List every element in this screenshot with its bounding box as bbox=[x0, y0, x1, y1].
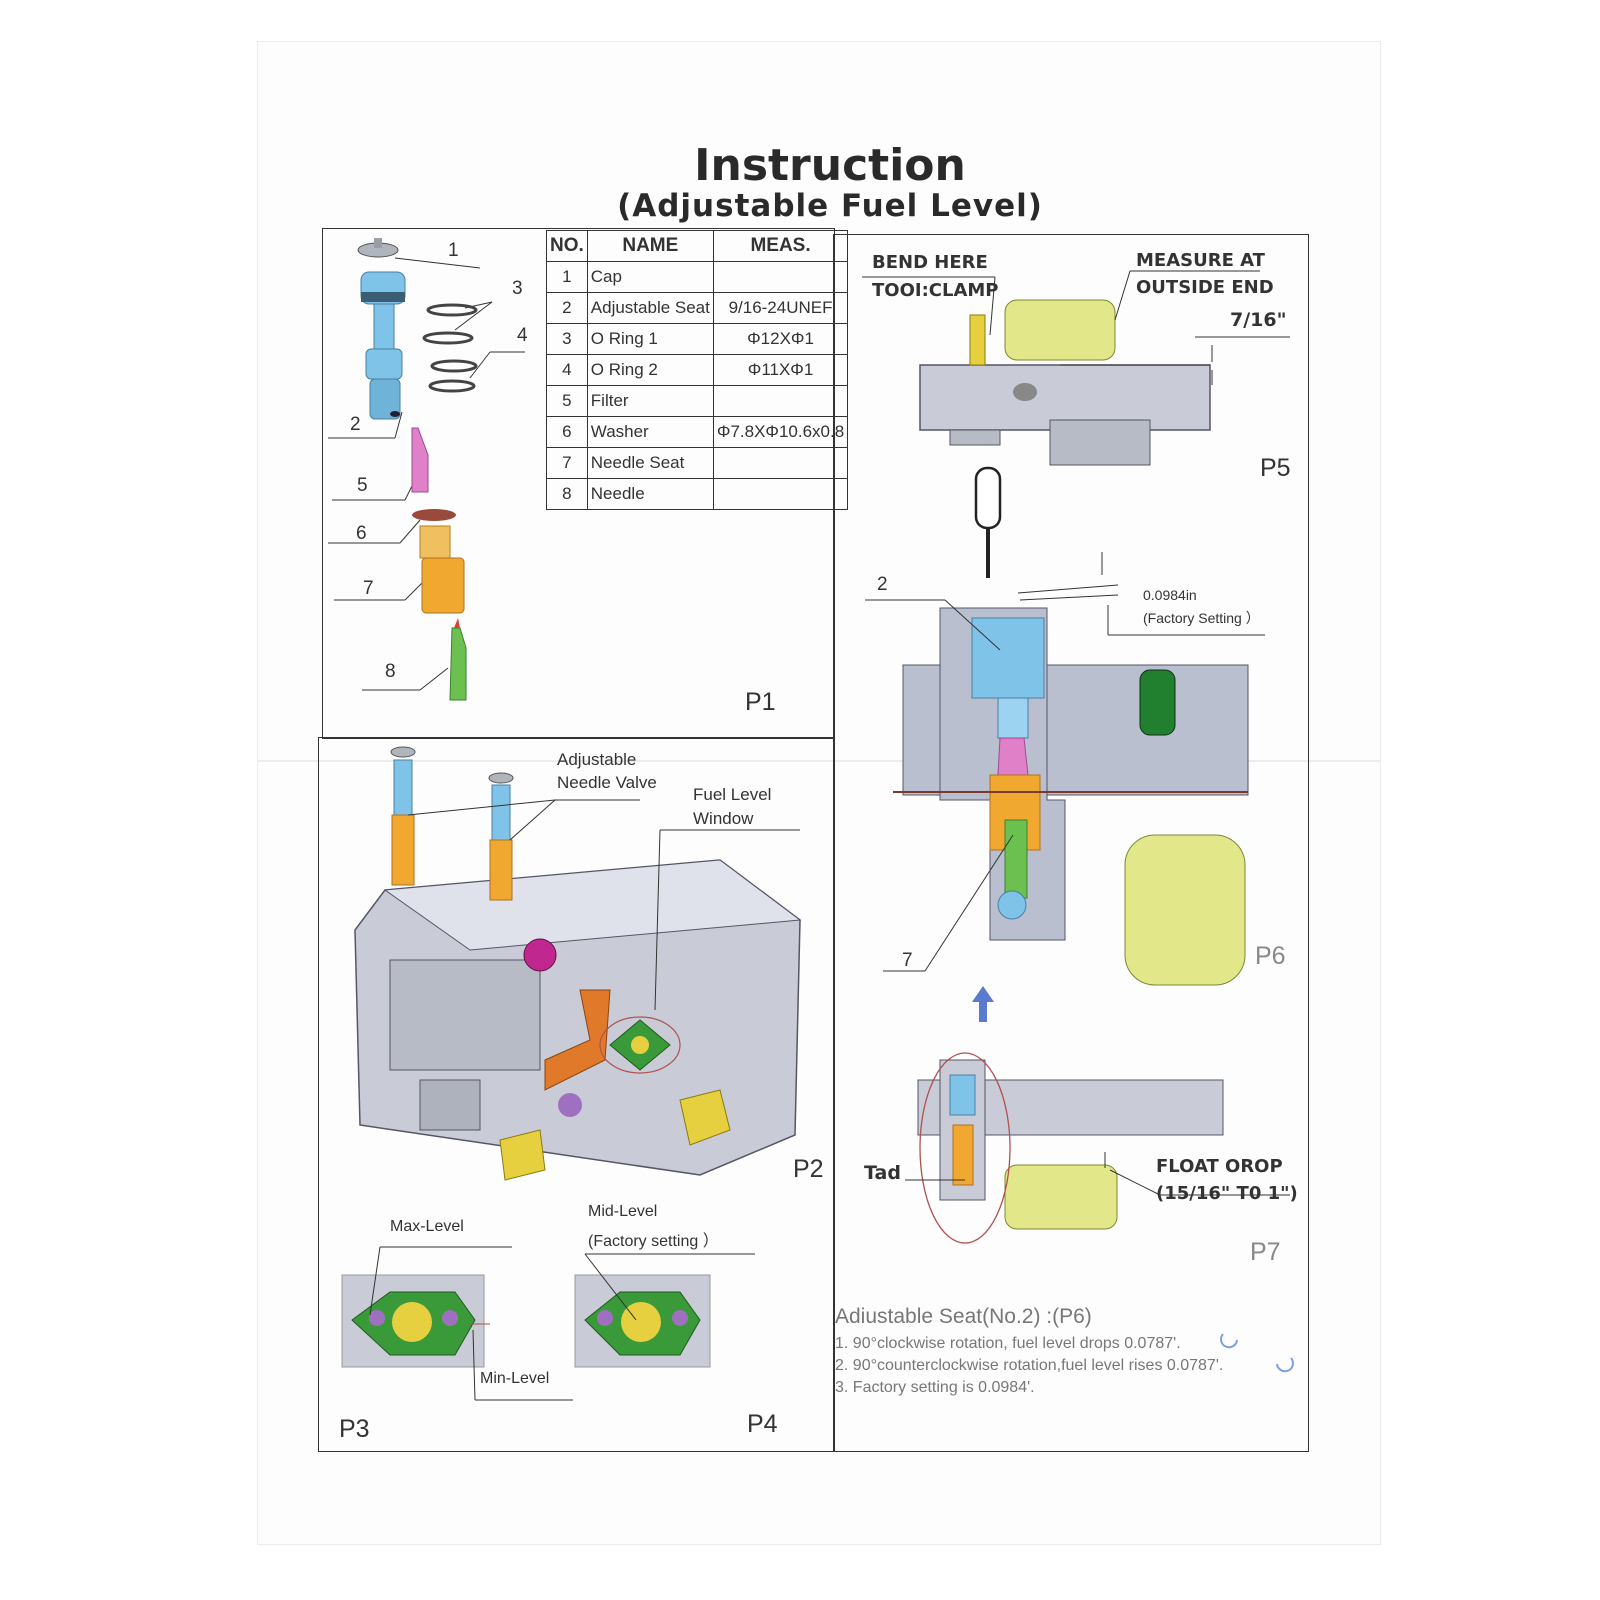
min-level-label: Min-Level bbox=[480, 1370, 550, 1387]
float-drop-label-1: FLOAT OROP bbox=[1156, 1156, 1283, 1177]
cell-name: Washer bbox=[586, 416, 714, 448]
panel-p2-p4-frame bbox=[318, 737, 835, 1452]
notes-line-1: 1. 90°clockwise rotation, fuel level dro… bbox=[835, 1335, 1181, 1352]
part-number-8: 8 bbox=[385, 661, 396, 682]
cell-name: Cap bbox=[586, 261, 714, 293]
table-header-row: NO. NAME MEAS. bbox=[546, 230, 849, 262]
part-number-3: 3 bbox=[512, 278, 523, 299]
level-window-crops bbox=[341, 1274, 711, 1368]
p5-illustration bbox=[919, 299, 1211, 466]
panel-label-p3: P3 bbox=[339, 1415, 370, 1443]
rotate-cw-icon bbox=[1220, 1333, 1238, 1349]
tool-clamp-label: TOOI:CLAMP bbox=[872, 280, 999, 301]
fold-crease bbox=[258, 760, 1380, 762]
panel-label-p4: P4 bbox=[747, 1410, 778, 1438]
part-number-2: 2 bbox=[350, 414, 361, 435]
arrow-up-icon bbox=[972, 986, 994, 1022]
cell-no: 5 bbox=[546, 385, 588, 417]
max-level-label: Max-Level bbox=[390, 1218, 464, 1235]
float-drop-label-2: (15/16" T0 1") bbox=[1156, 1183, 1298, 1204]
cell-name: Filter bbox=[586, 385, 714, 417]
fuel-window-label-2: Window bbox=[693, 809, 754, 828]
cell-no: 1 bbox=[546, 261, 588, 293]
gap-note-label: (Factory Setting ） bbox=[1143, 610, 1260, 626]
cell-meas: Φ11XΦ1 bbox=[712, 354, 849, 386]
measure-at-label: MEASURE AT bbox=[1136, 250, 1265, 271]
part-number-1: 1 bbox=[448, 240, 459, 261]
p6-part-7-label: 7 bbox=[902, 950, 913, 971]
cell-meas bbox=[712, 478, 849, 510]
panel-label-p7: P7 bbox=[1250, 1238, 1281, 1266]
p7-illustration bbox=[917, 1052, 1224, 1244]
part-number-5: 5 bbox=[357, 475, 368, 496]
part-number-6: 6 bbox=[356, 523, 367, 544]
notes-line-3: 3. Factory setting is 0.0984'. bbox=[835, 1379, 1035, 1396]
rotate-ccw-icon bbox=[1276, 1357, 1294, 1373]
needle-valve-label-1: Adjustable bbox=[557, 750, 637, 769]
page-subtitle: (Adjustable Fuel Level) bbox=[617, 188, 1043, 224]
adjustment-notes: Adiustable Seat(No.2) :(P6) 1. 90°clockw… bbox=[835, 1305, 1223, 1399]
panel-label-p1: P1 bbox=[745, 688, 776, 716]
part-number-7: 7 bbox=[363, 578, 374, 599]
cell-no: 3 bbox=[546, 323, 588, 355]
gap-value-label: 0.0984in bbox=[1143, 587, 1197, 603]
needle-valve-label-2: Needle Valve bbox=[557, 773, 657, 792]
dimension-label: 7/16" bbox=[1230, 309, 1287, 331]
p6-part-2-label: 2 bbox=[877, 574, 888, 595]
notes-line-2: 2. 90°counterclockwise rotation,fuel lev… bbox=[835, 1357, 1224, 1374]
cell-name: Needle bbox=[586, 478, 714, 510]
outside-end-label: OUTSIDE END bbox=[1136, 277, 1274, 298]
cell-meas bbox=[712, 385, 849, 417]
cell-name: O Ring 2 bbox=[586, 354, 714, 386]
part-number-4: 4 bbox=[517, 325, 528, 346]
cell-no: 7 bbox=[546, 447, 588, 479]
cell-name: Adjustable Seat bbox=[586, 292, 714, 324]
cell-meas: Φ7.8XΦ10.6x0.8 bbox=[712, 416, 849, 448]
cell-name: O Ring 1 bbox=[586, 323, 714, 355]
page-title: Instruction bbox=[694, 140, 966, 191]
panel-label-p6: P6 bbox=[1255, 942, 1286, 970]
cell-meas bbox=[712, 261, 849, 293]
tad-label: Tad bbox=[864, 1162, 901, 1184]
screwdriver-icon bbox=[974, 466, 1002, 578]
p6-cross-section bbox=[893, 607, 1249, 986]
panel-label-p2: P2 bbox=[793, 1155, 824, 1183]
panel-label-p5: P5 bbox=[1260, 454, 1291, 482]
cell-no: 4 bbox=[546, 354, 588, 386]
mid-level-label-1: Mid-Level bbox=[588, 1203, 658, 1220]
fuel-window-label-1: Fuel Level bbox=[693, 785, 772, 804]
cell-name: Needle Seat bbox=[586, 447, 714, 479]
notes-heading: Adiustable Seat(No.2) :(P6) bbox=[835, 1305, 1092, 1328]
panel-right-frame bbox=[833, 234, 1309, 1452]
bend-here-label: BEND HERE bbox=[872, 252, 988, 273]
mid-level-label-2: (Factory setting ） bbox=[588, 1233, 719, 1250]
cell-meas: 9/16-24UNEF bbox=[712, 292, 849, 324]
exploded-parts bbox=[357, 238, 478, 701]
carburetor-illustration bbox=[354, 746, 802, 1181]
